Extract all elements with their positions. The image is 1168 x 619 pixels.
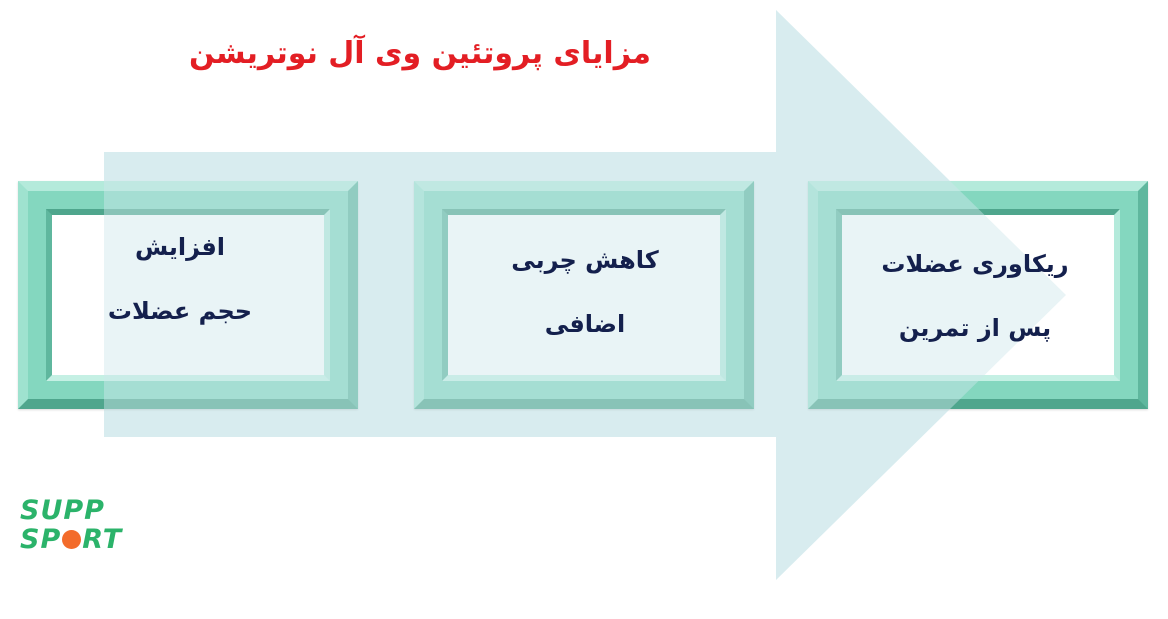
benefit-label-line1: ریکاوری عضلات	[881, 250, 1069, 278]
benefit-label-line2: اضافی	[544, 310, 626, 338]
logo-line1: SUPP	[20, 495, 105, 526]
benefit-box-recovery	[808, 181, 1148, 409]
logo-line2-left: SP	[20, 524, 62, 555]
benefit-box-muscle-mass	[18, 181, 358, 409]
benefit-box-fat-loss	[414, 181, 754, 409]
logo-line2-right: RT	[82, 524, 123, 555]
benefit-label-line1: افزایش	[134, 233, 226, 261]
benefit-label-line2: حجم عضلات	[107, 297, 253, 325]
benefit-box-inner	[46, 209, 330, 381]
benefit-box-inner	[442, 209, 726, 381]
benefit-label-line2: پس از تمرین	[898, 314, 1052, 342]
logo-line2: SP RT	[20, 525, 150, 554]
benefit-label-recovery: ریکاوری عضلات پس از تمرین	[855, 232, 1095, 360]
benefit-label-line1: کاهش چربی	[511, 246, 659, 274]
basketball-icon	[62, 530, 82, 549]
benefit-label-fat-loss: کاهش چربی اضافی	[470, 228, 700, 356]
diagram-title: مزایای پروتئین وی آل نوتریشن	[189, 36, 651, 71]
benefit-box-inner	[836, 209, 1120, 381]
supp-sport-logo: SUPP SP RT	[20, 496, 150, 556]
benefit-label-muscle-mass: افزایش حجم عضلات	[70, 215, 290, 343]
